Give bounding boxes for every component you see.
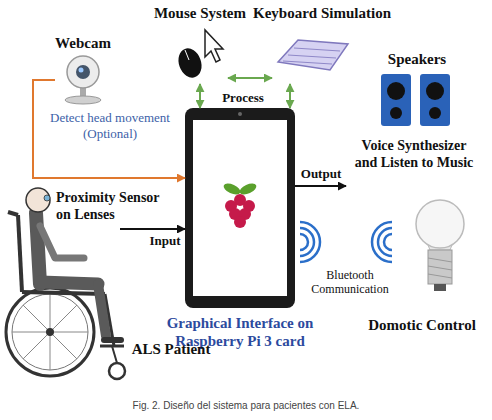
wave-arc (300, 234, 308, 250)
webcam-lens (76, 65, 90, 79)
node-title: Domotic Control (362, 316, 482, 334)
key-row (288, 55, 336, 58)
speaker-cone (390, 107, 402, 119)
wave-arc (300, 228, 314, 256)
bulb-thread (428, 266, 452, 270)
node-title: ALS Patient (128, 340, 214, 358)
connector (295, 185, 346, 187)
caster-stem (112, 346, 117, 363)
connector (289, 84, 291, 108)
head (26, 188, 50, 212)
bulb-tip (434, 284, 446, 291)
mouse-node: Mouse System (172, 28, 228, 84)
raspberry-berry (234, 216, 246, 228)
tablet-screen (193, 120, 287, 296)
speakers-node: SpeakersVoice Synthesizer and Listen to … (346, 70, 482, 195)
caster-wheel (109, 363, 125, 379)
sensor-lens (44, 195, 50, 201)
connector (199, 84, 201, 108)
connector (33, 80, 185, 178)
key-row (294, 48, 340, 51)
bulb-thread (428, 258, 452, 262)
keyboard-body (278, 40, 348, 70)
connector-label: Output (298, 166, 344, 182)
speaker-cone (387, 82, 405, 100)
speakers-icon (381, 74, 450, 126)
webcam-icon (65, 56, 101, 104)
bulb-base (428, 250, 452, 284)
bulb-icon (416, 200, 464, 291)
bulb-glass (416, 200, 464, 248)
tablet-camera (238, 112, 242, 116)
wave-arc (300, 222, 320, 262)
node-title: Webcam (50, 34, 116, 52)
wheel-rim (12, 294, 88, 370)
tablet-frame (185, 108, 295, 308)
annotation-label: Process (213, 90, 273, 106)
bulb-thread (428, 274, 452, 278)
wheel-hub (46, 328, 54, 336)
keyboard-node: Keyboard Simulation (272, 28, 350, 84)
speaker-cone (426, 82, 444, 100)
annotation-label: Bluetooth Communication (305, 268, 395, 297)
wheel-spoke (23, 305, 77, 359)
mouse-icon (175, 30, 223, 81)
connector-label: Input (146, 233, 184, 249)
speaker-cone (429, 107, 441, 119)
figure-caption: Fig. 2. Diseño del sistema para paciente… (81, 400, 411, 412)
speaker-box (420, 74, 450, 126)
keyboard-icon (278, 40, 348, 70)
wave-arc (384, 234, 392, 250)
thigh (40, 282, 98, 284)
connector-label: Detect head movement (Optional) (40, 110, 180, 141)
wave-arc (372, 222, 392, 262)
webcam-base (65, 96, 101, 104)
wheel (6, 288, 94, 376)
webcam-glint (79, 68, 84, 73)
key-row (283, 61, 332, 64)
wave-arc (378, 228, 392, 256)
push-handle (8, 212, 18, 215)
bulb-node: Domotic Control (405, 195, 475, 295)
tablet-node: Graphical Interface on Raspberry Pi 3 ca… (185, 108, 295, 308)
node-title: Mouse System (145, 4, 255, 22)
backrest (18, 215, 22, 292)
annotation-label: Proximity Sensor on Lenses (56, 190, 168, 224)
shin (98, 284, 106, 336)
tablet-device (185, 108, 295, 308)
arm (40, 226, 84, 258)
connector (228, 77, 272, 79)
node-note: Voice Synthesizer and Listen to Music (352, 138, 476, 172)
seat (22, 292, 105, 294)
foot (104, 337, 121, 343)
mouse-button (185, 50, 189, 60)
bluetooth-waves (300, 222, 392, 262)
webcam-body (67, 56, 99, 88)
speaker-box (381, 74, 411, 126)
connector (120, 228, 185, 230)
node-title: Keyboard Simulation (252, 4, 392, 22)
mouse-body (175, 45, 206, 81)
webcam-node: Webcam (55, 55, 111, 105)
wheel-spoke (23, 305, 77, 359)
node-title: Speakers (377, 50, 457, 68)
cursor-arrow (205, 30, 223, 62)
